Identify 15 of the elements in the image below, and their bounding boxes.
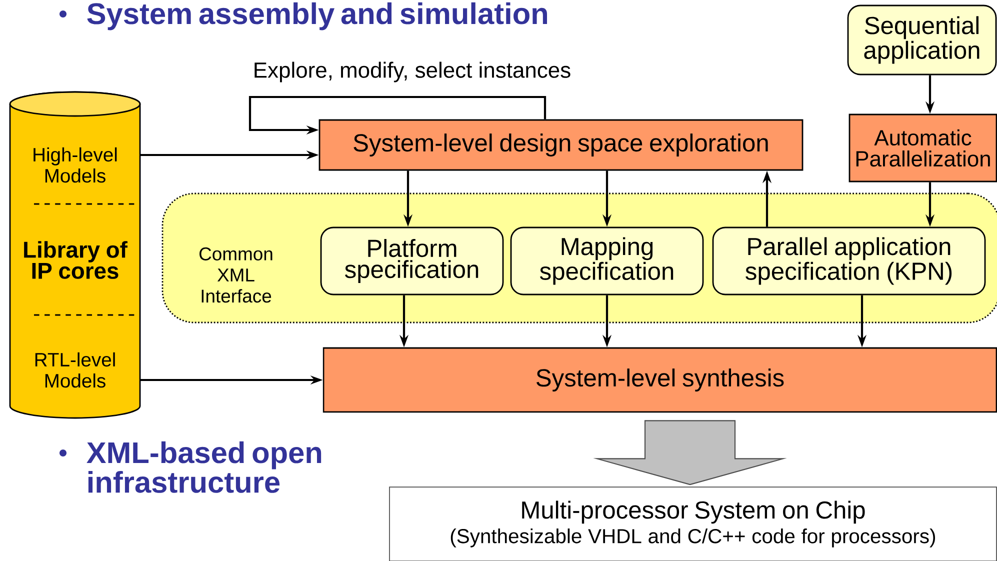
process-box: System-level design space exploration	[318, 119, 804, 171]
specification-box: Sequential application	[847, 4, 997, 76]
specification-box: Parallel application specification (KPN)	[712, 226, 986, 296]
edge-label: Explore, modify, select instances	[254, 62, 570, 82]
cylinder-label: RTL-level Models	[35, 352, 115, 388]
bullet-text: System assembly and simulation	[87, 2, 547, 30]
cylinder-label: Library of IP cores	[24, 241, 128, 279]
process-box: System-level synthesis	[322, 347, 997, 413]
output-box: Multi-processor System on Chip (Synthesizable VHDL and C/C++ code for processors)	[389, 486, 997, 561]
bullet-text: XML-based open infrastructure	[86, 441, 322, 493]
process-box: Automatic Parallelization	[848, 114, 997, 182]
block-arrow	[593, 420, 787, 486]
cylinder-label: High-level Models	[34, 147, 117, 183]
specification-box: Platform specification	[320, 226, 504, 296]
specification-box: Mapping specification	[510, 226, 704, 296]
